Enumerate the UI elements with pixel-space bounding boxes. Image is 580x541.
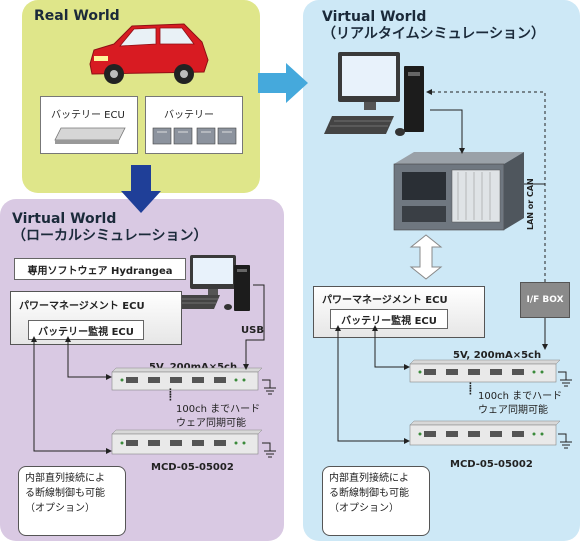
realtime-sync-note-line1: 100ch までハード — [478, 391, 563, 402]
realtime-power-unit-bottom — [409, 420, 561, 446]
down-arrow-icon — [121, 165, 161, 213]
realtime-power-unit-top — [409, 359, 561, 383]
realtime-computer-icon — [324, 52, 424, 136]
local-option-note-line2: る断線制御も可能 — [25, 488, 105, 499]
realtime-option-note-line2: る断線制御も可能 — [329, 488, 409, 499]
local-power-unit-top — [111, 367, 263, 391]
local-sim-title-line2: （ローカルシミュレーション） — [12, 228, 208, 244]
realtime-option-note-line3: （オプション） — [329, 503, 399, 514]
local-sim-title: Virtual World （ローカルシミュレーション） — [12, 211, 207, 245]
realtime-power-ecu-label: パワーマネージメント ECU — [322, 295, 448, 306]
battery-ecu-label: バッテリー ECU — [51, 110, 125, 121]
realtime-option-note: 内部直列接続によ る断線制御も可能 （オプション） — [322, 466, 430, 536]
local-option-note: 内部直列接続によ る断線制御も可能 （オプション） — [18, 466, 126, 536]
realtime-dots: ⋮⋮ — [466, 382, 475, 397]
battery-cells-icon — [152, 127, 237, 145]
realtime-option-note-line1: 内部直列接続によ — [329, 473, 409, 484]
realtime-sim-title-line1: Virtual World — [322, 9, 427, 25]
local-model-label: MCD-05-05002 — [151, 462, 234, 473]
if-box: I/F BOX — [520, 282, 570, 318]
local-power-unit-bottom — [111, 429, 263, 455]
local-option-note-line1: 内部直列接続によ — [25, 473, 105, 484]
if-box-label: I/F BOX — [526, 295, 564, 305]
realtime-sim-title: Virtual World （リアルタイムシミュレーション） — [322, 9, 545, 43]
right-arrow-icon — [258, 63, 308, 103]
battery-ecu-box: バッテリー ECU — [40, 96, 138, 154]
car-icon — [89, 23, 209, 84]
battery-box: バッテリー — [145, 96, 243, 154]
local-channel-label: 5V, 200mA×5ch — [149, 362, 238, 373]
realtime-simulator-icon — [393, 152, 524, 231]
software-label-box: 専用ソフトウェア Hydrangea — [14, 258, 186, 280]
realtime-battery-monitor-box: バッテリー監視 ECU — [330, 309, 448, 329]
battery-label: バッテリー — [164, 110, 214, 121]
local-sim-title-line1: Virtual World — [12, 211, 117, 227]
local-sync-note: 100ch までハード ウェア同期可能 — [176, 403, 260, 431]
local-sync-note-line2: ウェア同期可能 — [176, 418, 246, 429]
local-battery-monitor-box: バッテリー監視 ECU — [28, 320, 144, 340]
local-dots: ⋮⋮ — [166, 388, 175, 403]
bidirectional-arrow-icon — [409, 234, 443, 280]
local-option-note-line3: （オプション） — [25, 503, 95, 514]
local-power-ecu-label: パワーマネージメント ECU — [19, 301, 145, 312]
realtime-model-label: MCD-05-05002 — [450, 459, 533, 470]
realtime-sim-title-line2: （リアルタイムシミュレーション） — [322, 26, 546, 42]
local-sync-note-line1: 100ch までハード — [176, 404, 261, 415]
realtime-sync-note-line2: ウェア同期可能 — [478, 405, 548, 416]
ecu-board-icon — [54, 127, 126, 144]
realtime-sync-note: 100ch までハード ウェア同期可能 — [478, 390, 562, 418]
realtime-channel-label: 5V, 200mA×5ch — [453, 350, 542, 361]
real-world-title: Real World — [34, 8, 120, 24]
local-usb-label: USB — [241, 325, 264, 336]
computer-icon — [168, 255, 250, 311]
